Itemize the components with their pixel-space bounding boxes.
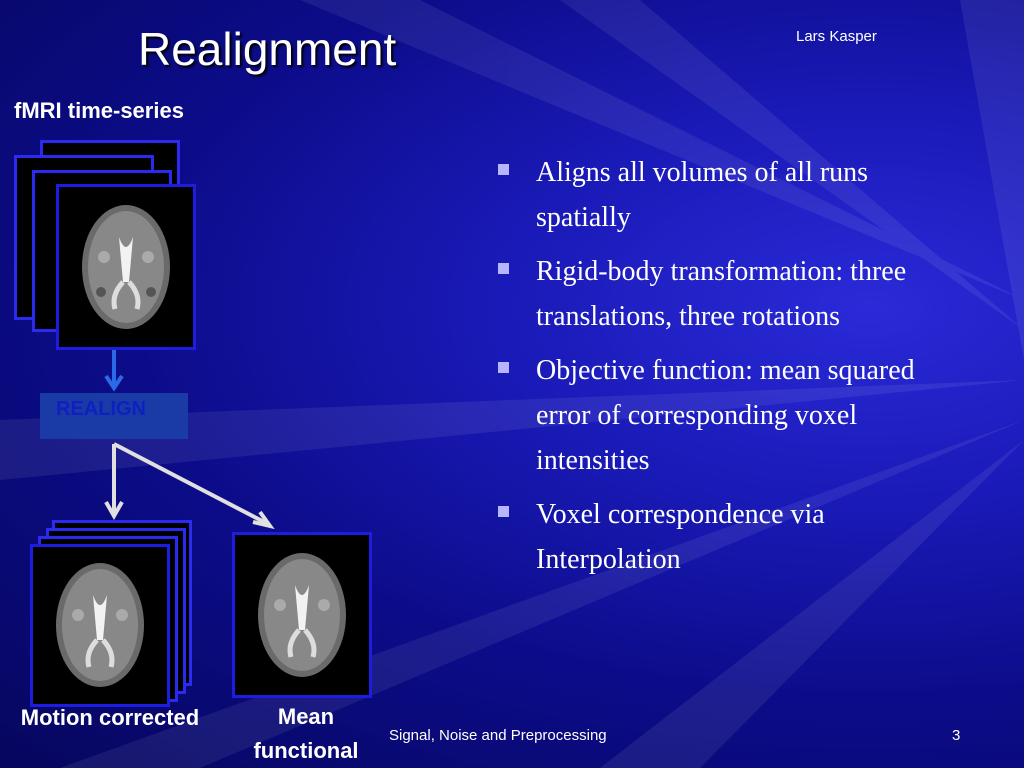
footer-text: Signal, Noise and Preprocessing	[389, 727, 607, 744]
caption-mean-line1: Mean	[277, 704, 335, 729]
brain-scan-icon	[56, 563, 144, 687]
bullet-square-icon	[498, 164, 509, 175]
bullet-square-icon	[498, 263, 509, 274]
bullet-item: Objective function: mean squared error o…	[492, 348, 952, 483]
bullet-item: Voxel correspondence via Interpolation	[492, 492, 952, 582]
caption-motion-corrected: Motion corrected	[20, 705, 200, 730]
caption-mean-functional: Mean functional	[236, 704, 376, 764]
realign-step-box: REALIGN	[40, 393, 188, 439]
brain-scan-icon	[258, 553, 346, 677]
bullet-item: Rigid-body transformation: three transla…	[492, 249, 952, 339]
page-number: 3	[952, 727, 961, 744]
caption-mean-line2: functional	[253, 738, 359, 763]
author-name: Lars Kasper	[796, 28, 877, 45]
brain-image-mean-functional	[232, 532, 372, 698]
brain-scan-icon	[82, 205, 170, 329]
bullet-item: Aligns all volumes of all runs spatially	[492, 150, 952, 240]
bullet-square-icon	[498, 506, 509, 517]
brain-image-motion-corrected	[30, 544, 170, 707]
brain-image-front	[56, 184, 196, 350]
bullet-list: Aligns all volumes of all runs spatially…	[492, 150, 952, 591]
bullet-square-icon	[498, 362, 509, 373]
slide-title: Realignment	[138, 23, 397, 75]
series-label: fMRI time-series	[14, 98, 184, 123]
